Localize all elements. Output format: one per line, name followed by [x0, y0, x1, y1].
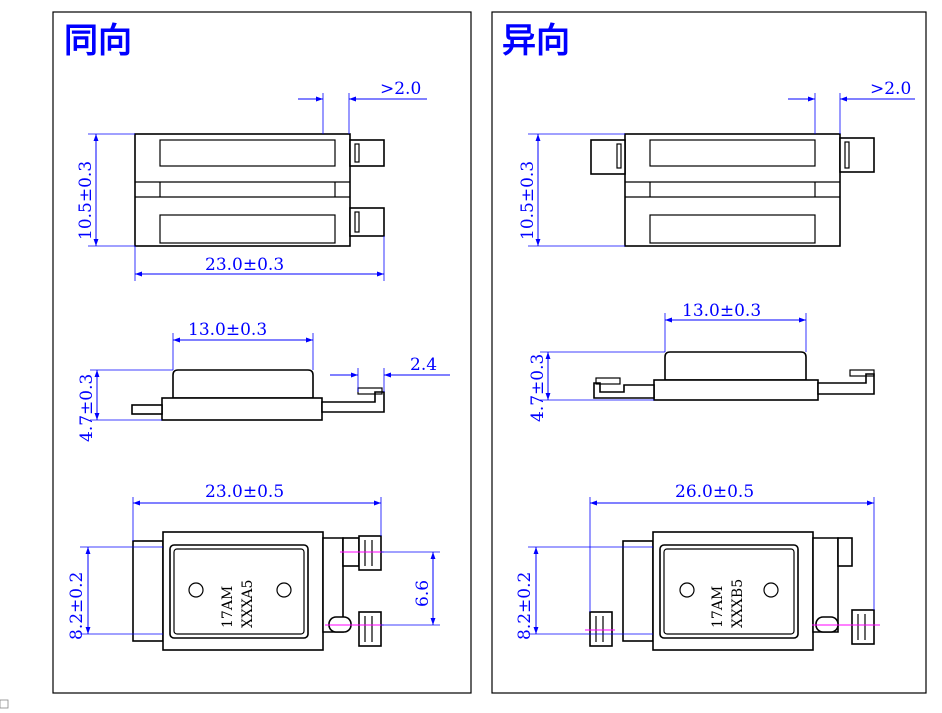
dim-thickness-same: 4.7±0.3 [77, 374, 97, 442]
marking-line2-same: XXXA5 [240, 580, 256, 628]
panel-title-same: 同向 [64, 21, 132, 61]
marking-line1-opposite: 17AM [710, 586, 726, 628]
panel-frame-opposite [491, 11, 927, 694]
dim-length-bottom-same: 23.0±0.5 [205, 482, 284, 502]
dim-length-body-same: 23.0±0.3 [205, 255, 284, 275]
dim-cap-width-same: 13.0±0.3 [188, 320, 267, 340]
corner-artifact [0, 699, 9, 709]
dim-length-bottom-opposite: 26.0±0.5 [675, 482, 754, 502]
dim-pitch-same: 6.6 [413, 580, 433, 607]
marking-line2-opposite: XXXB5 [730, 579, 746, 628]
bottom-view-same: 17AM XXXA5 23.0±0.5 8.2±0.2 6.6 [67, 482, 440, 651]
side-view-opposite: 13.0±0.3 4.7±0.3 [528, 301, 875, 422]
top-view-same: >2.0 10.5±0.3 23.0±0.3 [76, 79, 427, 281]
panel-frame-same [52, 11, 472, 694]
dim-width-bottom-opposite: 8.2±0.2 [515, 572, 535, 640]
dim-height-top-same: 10.5±0.3 [76, 161, 96, 240]
dim-thickness-opposite: 4.7±0.3 [528, 354, 548, 422]
panel-title-opposite: 异向 [502, 21, 570, 61]
dim-cap-width-opposite: 13.0±0.3 [682, 301, 761, 321]
panel-same-direction: 同向 >2.0 10.5±0.3 [52, 11, 472, 694]
dim-gap-same: >2.0 [380, 79, 421, 99]
marking-line1-same: 17AM [220, 586, 236, 628]
dim-gap-opposite: >2.0 [870, 79, 911, 99]
bottom-view-opposite: 17AM XXXB5 26.0±0.5 8.2±0.2 [515, 482, 880, 651]
panel-opposite-direction: 异向 >2.0 10.5±0.3 [491, 11, 927, 694]
side-view-same: 13.0±0.3 4.7±0.3 2.4 [77, 320, 450, 442]
top-view-opposite: >2.0 10.5±0.3 [518, 79, 915, 247]
dim-terminal-same: 2.4 [410, 355, 437, 375]
dim-width-bottom-same: 8.2±0.2 [67, 572, 87, 640]
dim-height-top-opposite: 10.5±0.3 [518, 161, 538, 240]
